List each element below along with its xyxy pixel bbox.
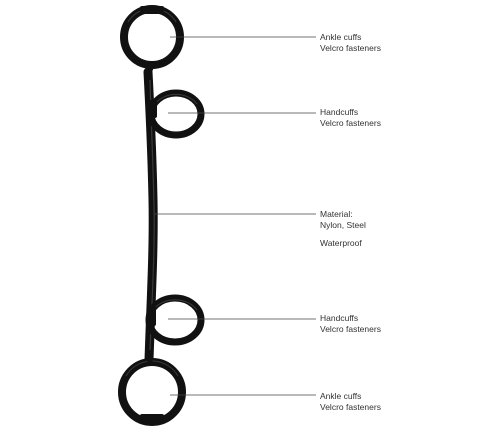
callout-line: Velcro fasteners	[320, 324, 381, 334]
callout-line: Velcro fasteners	[320, 118, 381, 128]
callout-line: Velcro fasteners	[320, 402, 381, 412]
callout-line: Velcro fasteners	[320, 43, 381, 53]
callout-line	[320, 231, 366, 238]
callout-line: Ankle cuffs	[320, 391, 362, 401]
callout-material: Material: Nylon, Steel Waterproof	[320, 209, 366, 249]
callout-line: Waterproof	[320, 238, 362, 248]
callout-handcuff-top: Handcuffs Velcro fasteners	[320, 107, 381, 129]
callout-line: Nylon, Steel	[320, 220, 366, 230]
callout-line: Material:	[320, 209, 353, 219]
callout-ankle-cuff-bottom: Ankle cuffs Velcro fasteners	[320, 391, 381, 413]
callout-line: Handcuffs	[320, 107, 359, 117]
ankle-cuff-bottom-drawing	[118, 356, 186, 426]
callout-handcuff-bottom: Handcuffs Velcro fasteners	[320, 313, 381, 335]
callout-line: Handcuffs	[320, 313, 359, 323]
handcuff-top-drawing	[147, 89, 205, 139]
callout-line: Ankle cuffs	[320, 32, 362, 42]
handcuff-bottom-drawing	[145, 294, 205, 346]
ankle-cuff-top-drawing	[120, 5, 184, 72]
callout-ankle-cuff-top: Ankle cuffs Velcro fasteners	[320, 32, 381, 54]
